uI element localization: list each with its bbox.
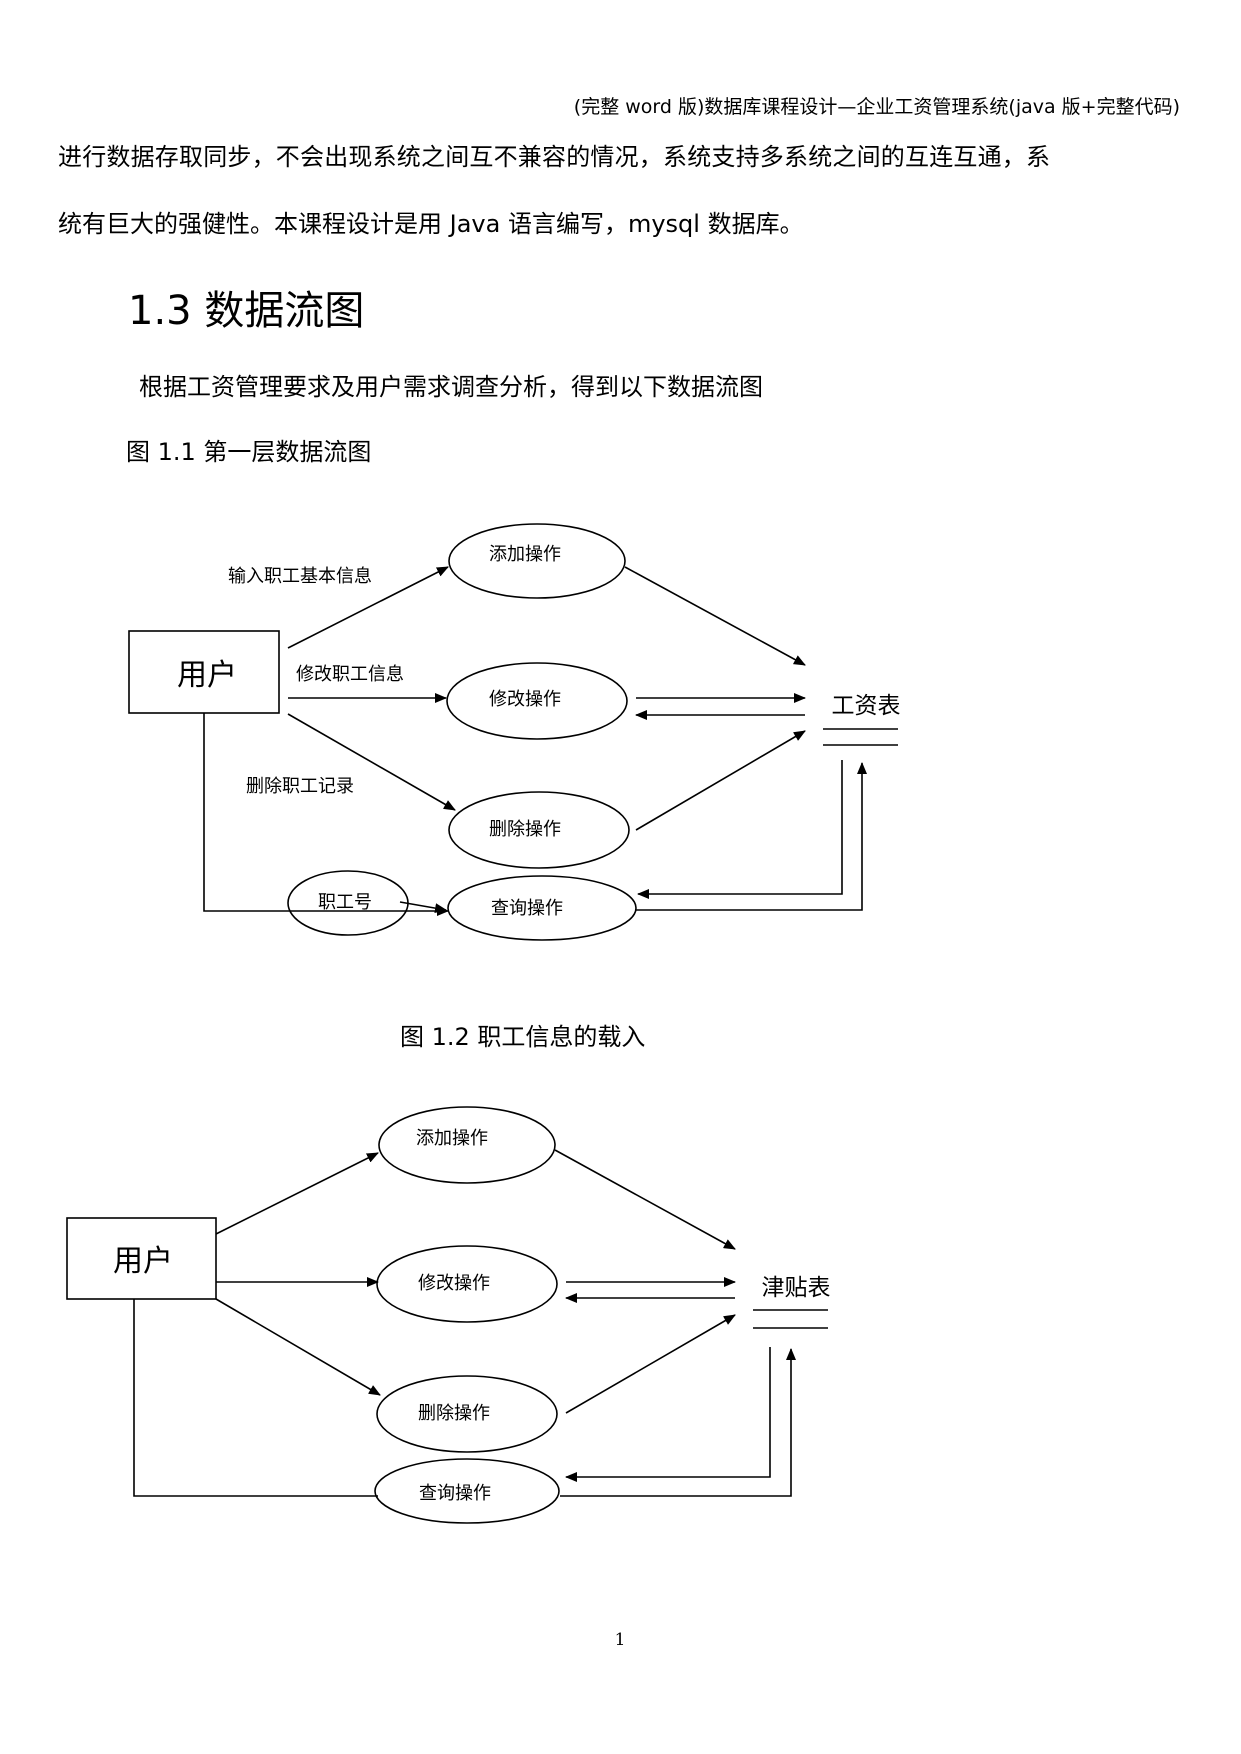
process-modify-label: 修改操作 bbox=[489, 689, 561, 710]
figure-2-diagram: 用户 添加操作 修改操作 删除操作 查询操作 津贴表 bbox=[66, 1106, 831, 1524]
figure-1-diagram: 用户 输入职工基本信息 修改职工信息 删除职工记录 添加操作 修改操作 删除操作… bbox=[128, 523, 901, 941]
section-intro: 根据工资管理要求及用户需求调查分析，得到以下数据流图 bbox=[139, 373, 763, 401]
process-query bbox=[374, 1458, 560, 1524]
running-header: (完整 word 版)数据库课程设计—企业工资管理系统(java 版+完整代码) bbox=[573, 96, 1180, 118]
page-number: 1 bbox=[614, 1630, 626, 1650]
entity-box bbox=[66, 1217, 217, 1300]
figure-1-caption: 图 1.1 第一层数据流图 bbox=[126, 438, 372, 466]
process-delete-label: 删除操作 bbox=[418, 1403, 490, 1424]
process-delete-label: 删除操作 bbox=[489, 819, 561, 840]
process-modify bbox=[446, 662, 628, 740]
process-add-label: 添加操作 bbox=[416, 1128, 488, 1149]
process-query-label: 查询操作 bbox=[419, 1483, 491, 1504]
process-add bbox=[448, 523, 626, 599]
entity-label: 用户 bbox=[177, 658, 237, 693]
process-delete bbox=[376, 1375, 558, 1453]
store-label: 工资表 bbox=[832, 693, 901, 719]
flow-label-modify: 修改职工信息 bbox=[296, 664, 404, 685]
section-heading: 1.3 数据流图 bbox=[128, 288, 365, 334]
figure-2-caption: 图 1.2 职工信息的载入 bbox=[400, 1023, 646, 1051]
process-modify-label: 修改操作 bbox=[418, 1273, 490, 1294]
store-label: 津贴表 bbox=[762, 1275, 831, 1301]
flow-label-delete: 删除职工记录 bbox=[246, 776, 354, 797]
process-delete bbox=[448, 791, 630, 869]
paragraph-line-1: 进行数据存取同步，不会出现系统之间互不兼容的情况，系统支持多系统之间的互连互通，… bbox=[58, 143, 1051, 171]
process-query-label: 查询操作 bbox=[491, 898, 563, 919]
flow-label-add: 输入职工基本信息 bbox=[228, 566, 372, 587]
process-add-label: 添加操作 bbox=[489, 544, 561, 565]
entity-label: 用户 bbox=[113, 1244, 173, 1279]
paragraph-line-2: 统有巨大的强健性。本课程设计是用 Java 语言编写，mysql 数据库。 bbox=[58, 210, 804, 238]
process-add bbox=[378, 1106, 556, 1184]
process-employee-id-label: 职工号 bbox=[318, 892, 372, 913]
